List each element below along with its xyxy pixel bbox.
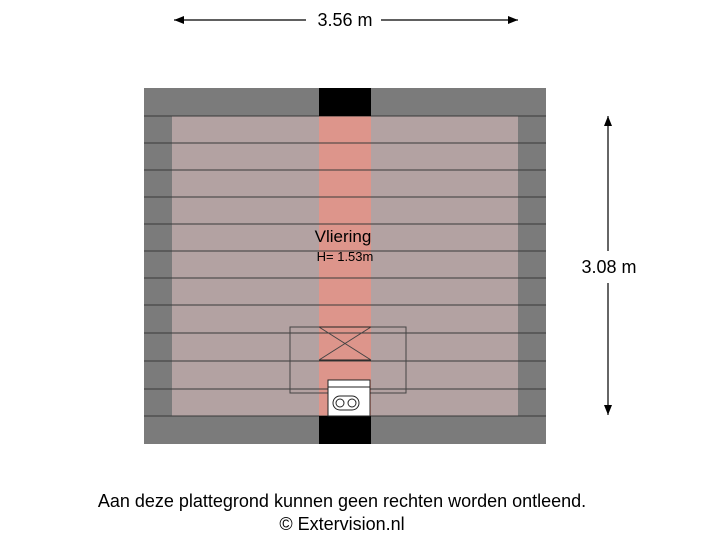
roof-beam-strip: [319, 116, 371, 416]
room-name: Vliering: [315, 227, 372, 246]
depth-label: 3.08 m: [581, 257, 636, 277]
disclaimer-text: Aan deze plattegrond kunnen geen rechten…: [97, 491, 587, 511]
boiler-icon: [327, 379, 371, 417]
width-dimension: 3.56 m: [174, 10, 518, 30]
chimney-top: [319, 88, 371, 116]
loft-hatch: [289, 326, 407, 394]
chimney-bottom: [319, 416, 371, 444]
depth-dimension: 3.08 m: [581, 116, 637, 415]
room-height: H= 1.53m: [317, 249, 374, 264]
width-label: 3.56 m: [317, 10, 372, 30]
copyright-text: © Extervision.nl: [279, 514, 405, 534]
